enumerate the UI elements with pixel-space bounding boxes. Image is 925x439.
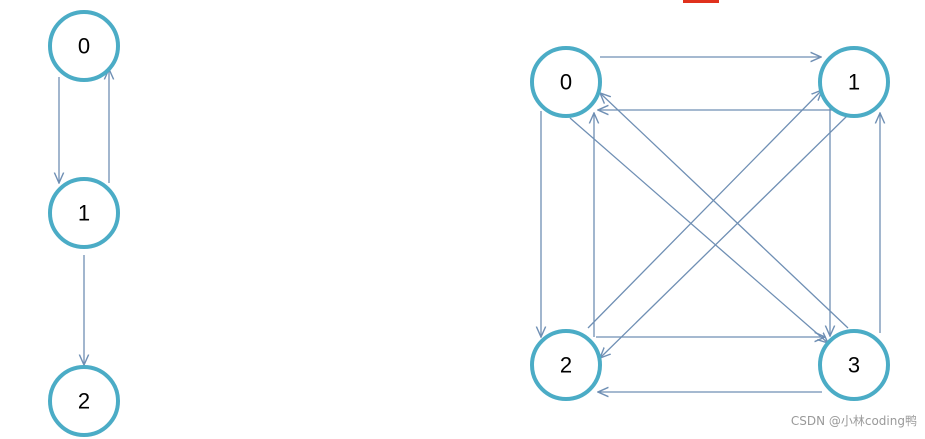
right-node-circle-1 [818,46,890,118]
left-node-label-0: 0 [78,34,90,59]
right-node-2: 2 [530,329,602,401]
left-node-circle-1 [48,177,120,249]
right-node-1: 1 [818,46,890,118]
left-graph-edges [59,69,109,365]
left-node-label-1: 1 [78,201,90,226]
right-node-label-2: 2 [560,353,572,378]
right-graph-edges [541,57,880,392]
left-node-2: 2 [48,365,120,437]
right-node-circle-0 [530,46,602,118]
right-node-3: 3 [818,329,890,401]
right-edge-0-to-3 [569,117,828,343]
left-node-label-2: 2 [78,389,90,414]
left-node-0: 0 [48,10,120,82]
right-node-label-1: 1 [848,70,860,95]
right-node-circle-3 [818,329,890,401]
right-node-label-3: 3 [848,353,860,378]
right-edge-1-to-2 [600,115,848,358]
right-graph-nodes: 0 1 2 3 [530,46,890,401]
right-node-label-0: 0 [560,70,572,95]
left-node-circle-2 [48,365,120,437]
right-node-circle-2 [530,329,602,401]
left-node-circle-0 [48,10,120,82]
right-edge-3-to-0 [600,93,849,329]
cropped-title-fragment [683,0,719,3]
watermark-text: CSDN @小林coding鸭 [790,414,917,428]
left-graph-nodes: 0 1 2 [48,10,120,437]
right-node-0: 0 [530,46,602,118]
left-node-1: 1 [48,177,120,249]
right-edge-2-to-1 [587,90,822,329]
